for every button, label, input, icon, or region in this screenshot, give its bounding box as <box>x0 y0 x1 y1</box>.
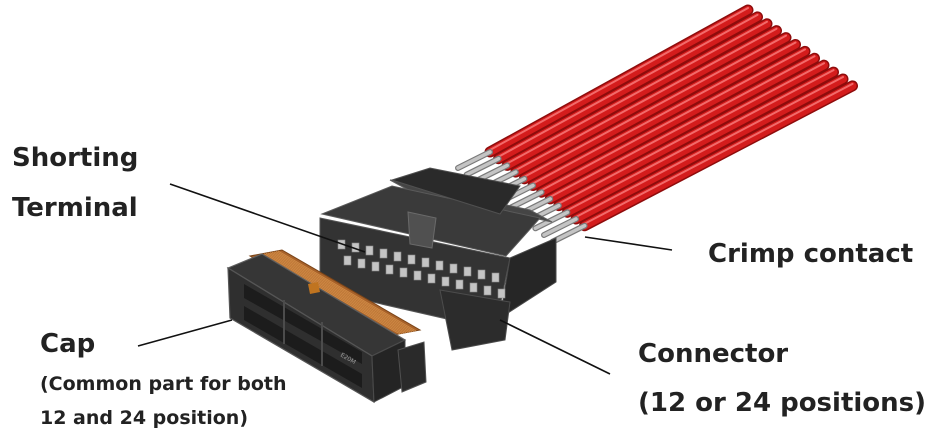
shorting-pin <box>343 255 352 266</box>
crimp-contact-body <box>464 156 501 177</box>
wire-highlight <box>583 82 854 225</box>
shorting-pin <box>477 269 486 280</box>
leader-connector <box>499 319 611 375</box>
shorting-terminal-label-line1: Shorting <box>12 143 139 173</box>
cap-stripe <box>263 253 403 335</box>
cap-slot-lower <box>244 306 362 388</box>
wire-highlight <box>532 41 797 185</box>
shorting-pin <box>427 273 436 284</box>
shorting-pin <box>491 272 500 283</box>
wire-highlight <box>506 20 768 165</box>
shorting-pin <box>441 276 450 287</box>
crimp-contact-body <box>542 217 578 237</box>
shorting-terminal-label-line2: Terminal <box>12 193 138 223</box>
connector-latch <box>407 211 437 249</box>
shorting-pin <box>399 267 408 278</box>
wire <box>537 47 809 197</box>
cap-note-line2: 12 and 24 position) <box>40 407 249 429</box>
shorting-pin <box>385 264 394 275</box>
shorting-pin <box>469 282 478 293</box>
wire-highlight <box>566 69 835 212</box>
cap: E20M <box>226 249 427 404</box>
wire <box>529 40 800 190</box>
leader-cap <box>137 319 233 347</box>
wire-highlight <box>549 55 816 198</box>
shorting-pin <box>357 258 366 269</box>
wire-highlight <box>497 13 759 158</box>
crimp-contact-body <box>533 210 570 231</box>
cap-stripe <box>277 250 417 332</box>
shorting-pin <box>421 257 430 268</box>
crimp-contact-label: Crimp contact <box>708 239 914 269</box>
connector-lower-skirt <box>439 289 511 351</box>
shorting-pin <box>413 270 422 281</box>
leader-lines <box>137 183 673 375</box>
cap-note-line1: (Common part for both <box>40 373 287 395</box>
wire <box>503 19 771 170</box>
connector-rear-tower <box>390 167 521 215</box>
cap-side-clip <box>397 341 427 393</box>
shorting-pin <box>449 263 458 274</box>
leader-crimp-contact <box>584 236 673 251</box>
wire <box>511 26 781 177</box>
shorting-pin <box>497 288 506 299</box>
shorting-pin <box>365 245 374 256</box>
wire <box>563 68 838 217</box>
cap-stripe <box>273 251 413 333</box>
connector-note: (12 or 24 positions) <box>638 388 927 418</box>
crimp-contact-body <box>456 150 492 170</box>
wire <box>554 61 828 210</box>
leader-shorting-terminal <box>169 183 366 253</box>
wire-highlight <box>523 34 787 178</box>
cap-label: Cap <box>40 329 96 359</box>
connector-housing <box>319 167 557 351</box>
shorting-pin <box>435 260 444 271</box>
wire <box>580 81 857 230</box>
wire <box>494 12 762 163</box>
cap-stripe <box>267 252 407 334</box>
shorting-terminal-pins <box>337 239 506 299</box>
connector-label: Connector <box>638 339 789 369</box>
shorting-pin <box>463 266 472 277</box>
cap-slot-upper <box>244 284 362 364</box>
wire <box>486 6 752 156</box>
shorting-pin <box>393 251 402 262</box>
cap-stripe <box>275 250 415 332</box>
shorting-pin <box>379 248 388 259</box>
wire <box>572 75 847 223</box>
wire-highlight <box>575 76 844 218</box>
cap-stripe <box>269 252 409 333</box>
crimp-contact-body <box>550 223 587 244</box>
shorting-pin <box>407 254 416 265</box>
shorting-pin <box>483 285 492 296</box>
cap-tab <box>308 282 320 294</box>
wire <box>546 54 819 203</box>
cap-stripe <box>271 251 411 333</box>
wire-highlight <box>489 7 749 151</box>
shorting-pin <box>455 279 464 290</box>
crimp-contact-body <box>507 190 544 210</box>
cap-stripe <box>265 252 405 334</box>
wire-highlight <box>540 48 806 192</box>
crimp-contact-wires <box>484 4 858 232</box>
cap-copper-stripes <box>261 250 417 335</box>
shorting-pin <box>371 261 380 272</box>
wire-highlight <box>557 62 825 205</box>
wire <box>520 33 790 183</box>
wire-highlight <box>514 27 778 172</box>
